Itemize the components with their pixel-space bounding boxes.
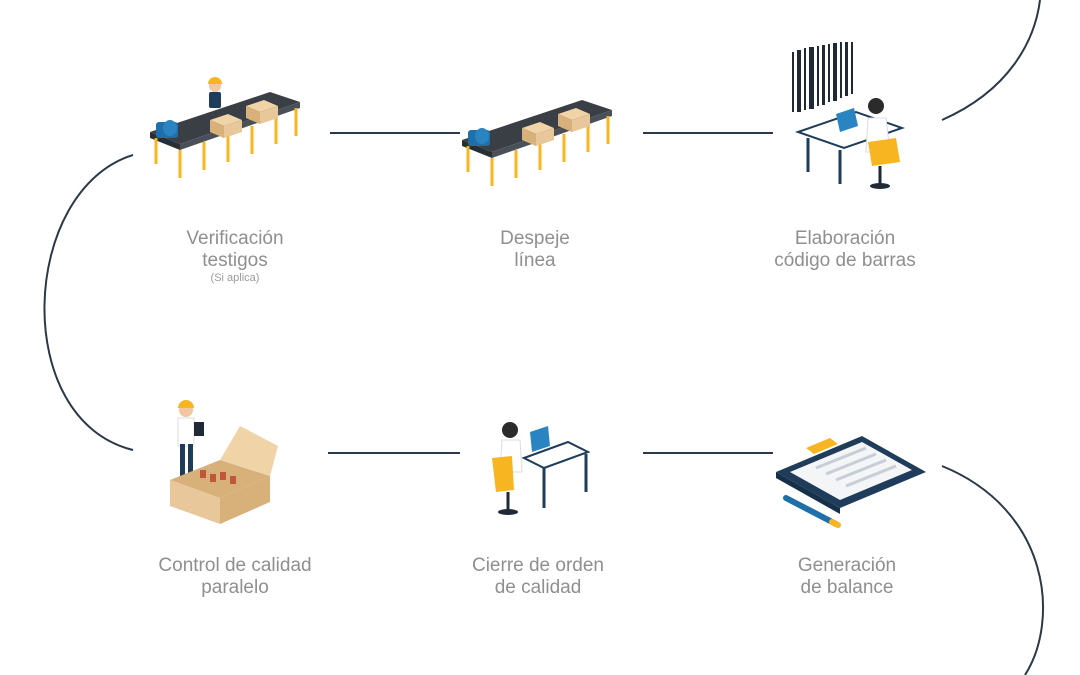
step-label-line: Elaboración	[794, 228, 896, 249]
step-label-verificacion: Verificación testigos (Si aplica)	[125, 228, 345, 285]
step-label-line: Cierre de orden	[471, 555, 605, 576]
conveyor-worker-icon	[148, 77, 302, 180]
step-label-line: Verificación	[186, 228, 284, 249]
desk-worker-icon	[492, 422, 591, 515]
step-label-line: código de barras	[774, 250, 916, 271]
conveyor-icon	[460, 98, 614, 188]
clipboard-icon	[776, 436, 926, 528]
step-label-line: línea	[514, 250, 556, 271]
connector-curve-left	[43, 154, 134, 451]
step-label-line: de balance	[800, 577, 894, 598]
step-label-line: Despeje	[500, 228, 570, 249]
step-label-line: paralelo	[201, 577, 269, 598]
connector-curve-bottom-right	[941, 465, 1045, 675]
step-label-control: Control de calidad paralelo	[125, 555, 345, 599]
step-note: (Si aplica)	[210, 272, 260, 284]
step-label-line: de calidad	[494, 577, 582, 598]
step-label-cierre: Cierre de orden de calidad	[428, 555, 648, 599]
barcode-icon	[792, 42, 853, 112]
step-label-line: Control de calidad	[158, 555, 312, 576]
step-label-despeje: Despeje línea	[425, 228, 645, 272]
inspector-box-icon	[170, 400, 278, 524]
step-label-line: Generación	[797, 555, 897, 576]
connectors	[43, 0, 1045, 675]
step-label-generacion: Generación de balance	[737, 555, 957, 599]
step-label-line: testigos	[202, 250, 268, 271]
barcode-desk-icon	[792, 42, 906, 189]
connector-curve-top-right	[941, 0, 1041, 121]
step-label-elaboracion: Elaboración código de barras	[735, 228, 955, 272]
